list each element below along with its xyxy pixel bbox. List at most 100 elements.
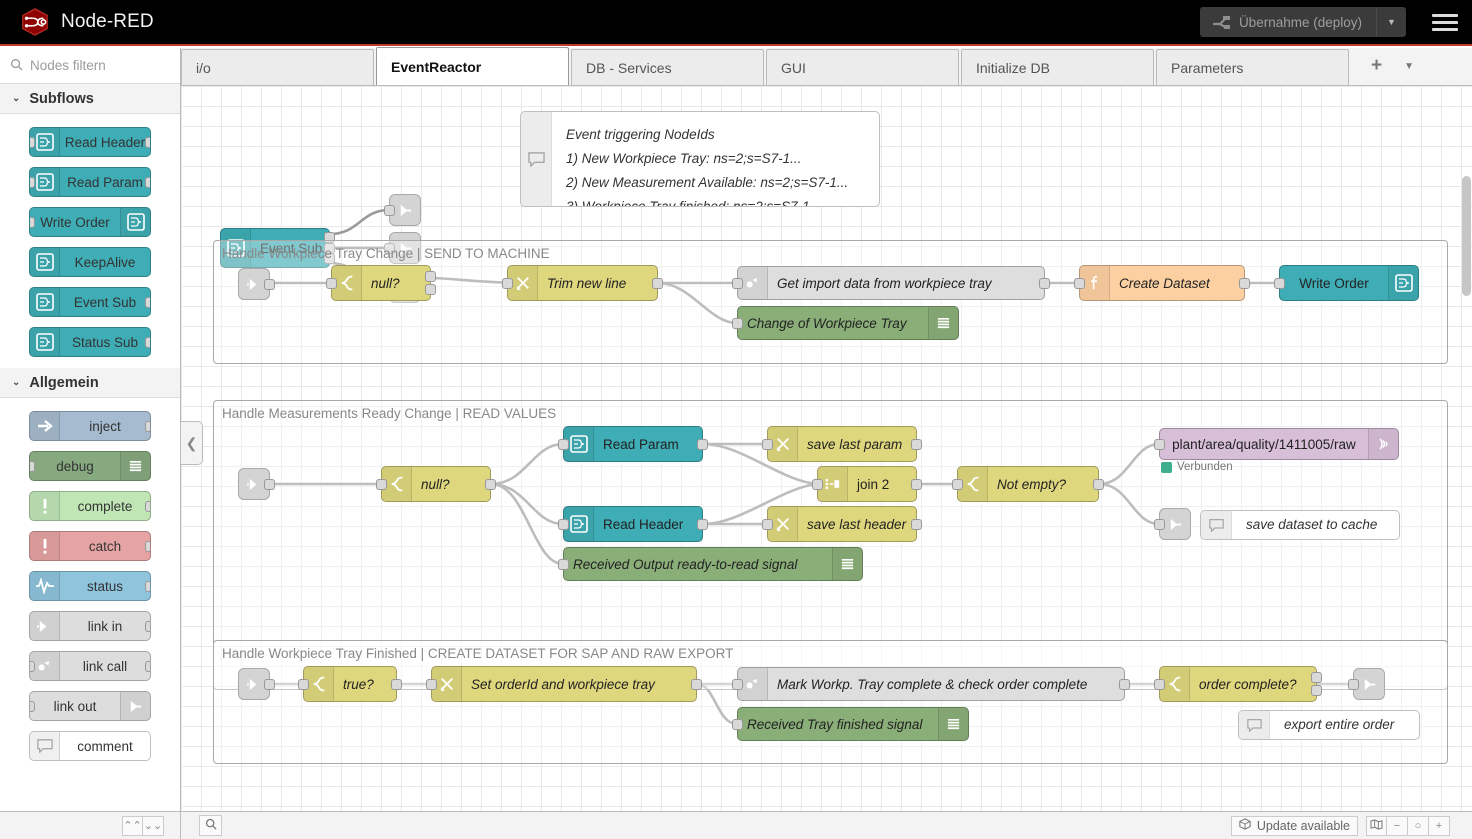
palette-node-status[interactable]: status xyxy=(29,571,151,601)
node-input-port[interactable] xyxy=(376,478,387,490)
node-input-port[interactable] xyxy=(732,277,743,289)
node-output-port[interactable] xyxy=(264,278,275,290)
palette-search-input[interactable] xyxy=(30,58,160,73)
flow-tab-gui[interactable]: GUI xyxy=(766,49,959,85)
node-input-port[interactable] xyxy=(732,678,743,690)
node-input-port[interactable] xyxy=(762,518,773,530)
node-output-port[interactable] xyxy=(697,438,708,450)
node-link-in-g3[interactable] xyxy=(238,668,275,700)
palette-node-comment[interactable]: comment xyxy=(29,731,151,761)
node-subflow-read-header[interactable]: Read Header xyxy=(558,506,708,542)
node-debug-change-of-workpiece-tray[interactable]: Change of Workpiece Tray xyxy=(732,306,959,340)
node-link-out-g3[interactable] xyxy=(1348,668,1385,700)
palette-search[interactable] xyxy=(0,48,180,84)
flow-tab-parameters[interactable]: Parameters xyxy=(1156,49,1349,85)
node-output-port[interactable] xyxy=(264,678,275,690)
palette-node-write-order[interactable]: Write Order xyxy=(29,207,151,237)
palette-node-complete[interactable]: complete xyxy=(29,491,151,521)
node-switch-not-empty[interactable]: Not empty? xyxy=(952,466,1104,502)
node-input-port[interactable] xyxy=(326,277,337,289)
node-output-port[interactable] xyxy=(691,678,702,690)
palette-node-debug[interactable]: debug xyxy=(29,451,151,481)
deploy-button[interactable]: Übernahme (deploy) xyxy=(1200,7,1376,37)
node-change-save-last-header[interactable]: save last header xyxy=(762,506,922,542)
node-output-port[interactable] xyxy=(391,678,402,690)
node-debug-received-output-ready[interactable]: Received Output ready-to-read signal xyxy=(558,547,863,581)
update-available-button[interactable]: Update available xyxy=(1230,815,1358,836)
node-switch-order-complete[interactable]: order complete? xyxy=(1154,666,1322,702)
node-link-call-get-import-data[interactable]: Get import data from workpiece tray xyxy=(732,266,1050,300)
canvas-search[interactable] xyxy=(181,815,222,836)
node-subflow-write-order[interactable]: Write Order xyxy=(1274,265,1419,301)
node-link-out-1[interactable] xyxy=(384,194,421,226)
node-output-port[interactable] xyxy=(324,242,335,254)
node-input-port[interactable] xyxy=(952,478,963,490)
node-output-port[interactable] xyxy=(425,284,436,296)
node-output-port[interactable] xyxy=(324,231,335,243)
flow-canvas[interactable]: Event Sub Event triggering NodeIds 1) Ne… xyxy=(181,86,1472,811)
node-output-port[interactable] xyxy=(1119,678,1130,690)
node-input-port[interactable] xyxy=(558,438,569,450)
node-input-port[interactable] xyxy=(1154,438,1165,450)
node-output-port[interactable] xyxy=(324,253,335,265)
node-input-port[interactable] xyxy=(1348,678,1359,690)
palette-node-event-sub[interactable]: Event Sub xyxy=(29,287,151,317)
flow-tab-i-o[interactable]: i/o xyxy=(181,49,374,85)
canvas-vertical-scrollbar[interactable] xyxy=(1462,176,1471,296)
node-switch-null-g1[interactable]: null? xyxy=(326,265,436,301)
palette-node-inject[interactable]: inject xyxy=(29,411,151,441)
node-input-port[interactable] xyxy=(298,678,309,690)
node-input-port[interactable] xyxy=(384,204,395,216)
node-output-port[interactable] xyxy=(1039,277,1050,289)
node-output-port[interactable] xyxy=(485,478,496,490)
flow-tab-initialize-db[interactable]: Initialize DB xyxy=(961,49,1154,85)
node-event-sub[interactable]: Event Sub xyxy=(220,228,335,268)
node-output-port[interactable] xyxy=(264,478,275,490)
node-output-port[interactable] xyxy=(1311,671,1322,683)
palette-node-catch[interactable]: catch xyxy=(29,531,151,561)
node-input-port[interactable] xyxy=(732,718,743,730)
node-switch-null-g2[interactable]: null? xyxy=(376,466,496,502)
add-flow-button[interactable]: + xyxy=(1371,55,1383,76)
node-output-port[interactable] xyxy=(652,277,663,289)
node-change-save-last-param[interactable]: save last param xyxy=(762,426,922,462)
zoom-in-button[interactable]: + xyxy=(1429,815,1450,836)
collapse-all-categories-button[interactable]: ⌃⌃ xyxy=(122,815,143,836)
node-input-port[interactable] xyxy=(812,478,823,490)
node-input-port[interactable] xyxy=(384,242,395,254)
deploy-group[interactable]: Übernahme (deploy) ▼ xyxy=(1199,7,1406,37)
node-input-port[interactable] xyxy=(762,438,773,450)
navigator-toggle-button[interactable] xyxy=(1366,815,1387,836)
node-link-out-g2[interactable] xyxy=(1154,508,1191,540)
palette-node-link-in[interactable]: link in xyxy=(29,611,151,641)
node-output-port[interactable] xyxy=(1093,478,1104,490)
sidebar-collapse-handle[interactable]: ❮ xyxy=(181,421,203,465)
node-input-port[interactable] xyxy=(502,277,513,289)
deploy-dropdown-caret-icon[interactable]: ▼ xyxy=(1376,7,1406,37)
palette-node-link-out[interactable]: link out xyxy=(29,691,151,721)
palette-node-link-call[interactable]: link call xyxy=(29,651,151,681)
node-output-port[interactable] xyxy=(1239,277,1250,289)
node-subflow-read-param[interactable]: Read Param xyxy=(558,426,708,462)
node-output-port[interactable] xyxy=(1311,685,1322,697)
flow-tab-db-services[interactable]: DB - Services xyxy=(571,49,764,85)
palette-node-status-sub[interactable]: Status Sub xyxy=(29,327,151,357)
node-change-trim-new-line[interactable]: Trim new line xyxy=(502,265,663,301)
hamburger-menu-icon[interactable] xyxy=(1432,13,1458,31)
node-debug-received-tray-finished[interactable]: Received Tray finished signal xyxy=(732,707,969,741)
node-input-port[interactable] xyxy=(558,518,569,530)
node-output-port[interactable] xyxy=(911,478,922,490)
node-input-port[interactable] xyxy=(732,317,743,329)
node-input-port[interactable] xyxy=(558,558,569,570)
node-join-2[interactable]: join 2 xyxy=(812,466,922,502)
node-output-port[interactable] xyxy=(425,270,436,282)
node-switch-true[interactable]: true? xyxy=(298,666,402,702)
node-comment-save-dataset-to-cache[interactable]: save dataset to cache xyxy=(1200,510,1400,540)
node-mqtt-out-plant-raw[interactable]: plant/area/quality/1411005/raw xyxy=(1154,428,1399,460)
zoom-out-button[interactable]: − xyxy=(1387,815,1408,836)
palette-node-read-param[interactable]: Read Param xyxy=(29,167,151,197)
zoom-reset-button[interactable]: ○ xyxy=(1408,815,1429,836)
node-comment-export-entire-order[interactable]: export entire order xyxy=(1238,710,1420,740)
node-link-call-mark-workp-tray[interactable]: Mark Workp. Tray complete & check order … xyxy=(732,667,1130,701)
node-input-port[interactable] xyxy=(1074,277,1085,289)
